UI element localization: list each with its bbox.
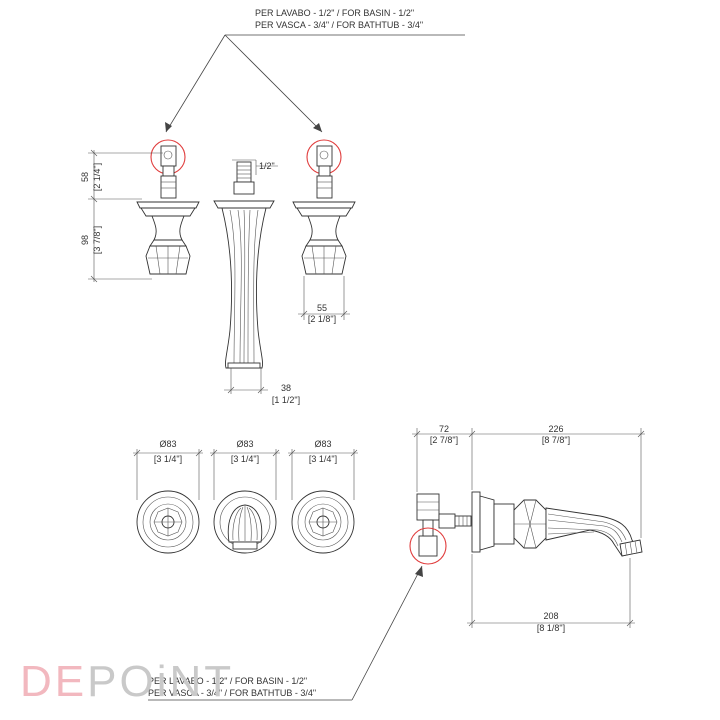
wall-valve-body	[416, 493, 440, 521]
dim-38-mm: 38	[281, 383, 291, 393]
top-arrowhead-left	[165, 122, 172, 132]
bottom-connection-note: PER LAVABO - 1/2" / FOR BASIN - 1/2" PER…	[148, 565, 423, 701]
top-connection-note: PER LAVABO - 1/2" / FOR BASIN - 1/2" PER…	[165, 8, 465, 133]
spout-body	[221, 207, 267, 369]
dim-dia-left-inch: [3 1/4"]	[154, 454, 182, 464]
rosette-right-plan-view: Ø83 [3 1/4"]	[288, 439, 358, 554]
dim-98-inch: [3 7/8"]	[92, 226, 102, 254]
dim-dia-middle-mm: Ø83	[236, 439, 253, 449]
right-stem	[316, 175, 333, 199]
dim-38-inch: [1 1/2"]	[272, 395, 300, 405]
dim-208-inch: [8 1/8"]	[537, 623, 565, 633]
top-note-line1: PER LAVABO - 1/2" / FOR BASIN - 1/2"	[255, 8, 414, 18]
rosette-middle-plan-view: Ø83 [3 1/4"]	[210, 439, 280, 554]
dim-dia-right-inch: [3 1/4"]	[309, 454, 337, 464]
spout-front-view: 1/2" 38 [1 1/2"]	[213, 159, 300, 405]
side-connection-highlight	[409, 527, 447, 565]
left-stem	[160, 175, 177, 199]
left-flange	[136, 201, 200, 209]
dim-72-inch: [2 7/8"]	[430, 435, 458, 445]
spout-flange	[213, 200, 275, 209]
top-leader-left	[165, 34, 226, 133]
left-connector-nut	[160, 145, 177, 167]
top-leader-right	[224, 34, 323, 133]
dim-dia-middle-inch: [3 1/4"]	[231, 454, 259, 464]
dim-55-mm: 55	[317, 303, 327, 313]
bottom-note-line1: PER LAVABO - 1/2" / FOR BASIN - 1/2"	[148, 676, 307, 686]
svg-text:DEPOiNT: DEPOiNT	[20, 657, 234, 706]
dim-55-inch: [2 1/8"]	[308, 314, 336, 324]
bottom-arrowhead	[415, 566, 423, 577]
wall-valve-outlet	[418, 535, 438, 557]
dim-98-mm: 98	[80, 235, 90, 245]
dim-72-mm: 72	[439, 424, 449, 434]
dim-58-inch: [2 1/4"]	[92, 163, 102, 191]
right-flange	[292, 201, 356, 209]
spout-outlet	[227, 362, 261, 369]
dim-dia-left-mm: Ø83	[159, 439, 176, 449]
height-dimensions: 58 [2 1/4"] 98 [3 7/8"]	[80, 149, 163, 283]
dim-58-mm: 58	[80, 172, 90, 182]
left-handle-front-view	[136, 139, 200, 275]
side-view: 72 [2 7/8"] 226 [8 7/8"] 208 [8 1/8"]	[409, 424, 645, 633]
dim-dia-right-mm: Ø83	[314, 439, 331, 449]
side-wall-flange	[471, 491, 481, 553]
top-note-line2: PER VASCA - 3/4" / FOR BATHTUB - 3/4"	[255, 20, 423, 30]
brand-logo-part1: DE	[20, 657, 87, 706]
brand-logo-part2: POiNT	[87, 657, 234, 706]
dim-226-mm: 226	[548, 424, 563, 434]
dim-226-inch: [8 7/8"]	[542, 435, 570, 445]
right-connector-nut	[316, 145, 333, 167]
top-arrowhead-right	[313, 123, 322, 132]
bottom-leader	[351, 565, 423, 701]
right-body	[307, 215, 341, 241]
brand-logo: DEPOiNT	[20, 657, 234, 706]
bottom-note-line2: PER VASCA - 3/4" / FOR BATHTUB - 3/4"	[148, 688, 316, 698]
left-body	[151, 215, 185, 241]
dim-thread-half-inch: 1/2"	[259, 161, 275, 171]
right-handle-front-view: 55 [2 1/8"]	[292, 139, 356, 324]
rosette-left-plan-view: Ø83 [3 1/4"]	[133, 439, 203, 554]
spout-thread	[236, 161, 252, 183]
dim-208-mm: 208	[543, 611, 558, 621]
